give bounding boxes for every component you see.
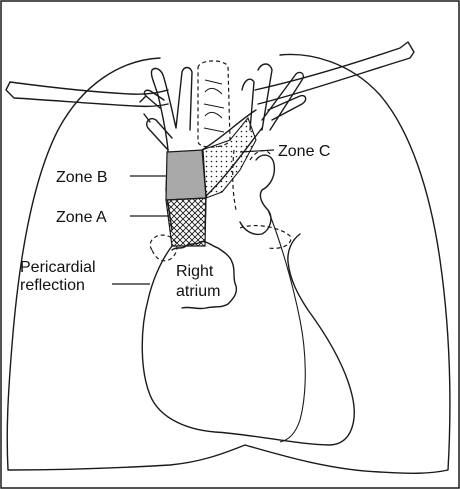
brachiocephalic-vein [201,109,263,197]
zone-c-region [201,116,257,199]
trachea-rings [203,79,225,133]
right-atrium-label-line2: atrium [176,283,220,300]
inner-ventricle-line [267,209,306,443]
zone-c-leader [239,149,275,153]
zone-b-region [165,149,207,201]
zone-a-label: Zone A [56,209,107,226]
left-clavicle [5,81,169,108]
left-neck-vessels [139,66,193,151]
zone-b-label: Zone B [56,169,108,186]
pericardial-reflection-right [239,224,292,249]
right-atrium-label-line1: Right [176,263,214,280]
zone-c-label: Zone C [278,143,330,160]
thorax-outline [6,53,451,475]
pericardial-label-line1: Pericardial [20,259,96,276]
heart-outline [141,233,355,446]
pericardial-label-line2: reflection [20,277,85,294]
right-clavicle [254,41,415,105]
right-atrium-outline [171,240,238,310]
right-neck-vessels [241,63,307,131]
pulmonary-trunk [239,154,276,236]
zone-a-region [165,197,207,247]
